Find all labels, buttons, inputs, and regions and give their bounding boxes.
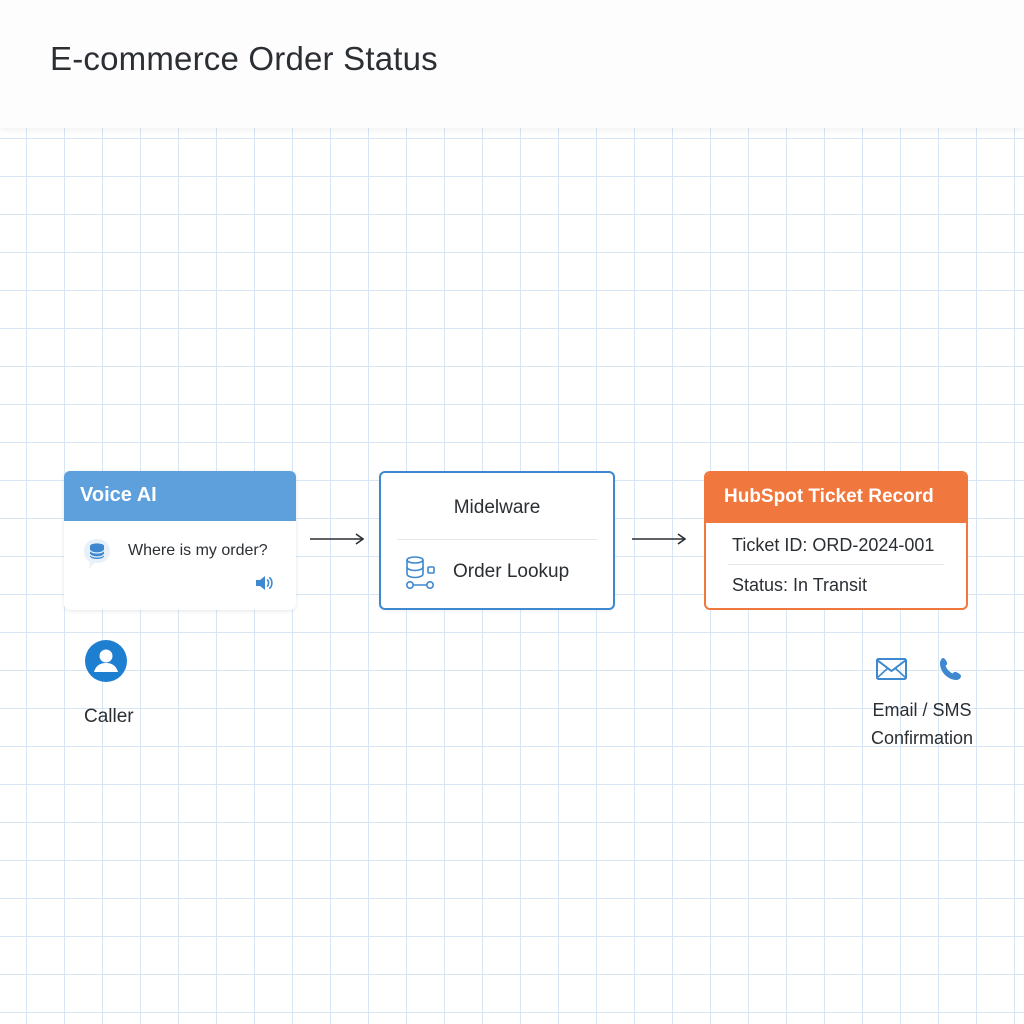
hubspot-ticket-card[interactable]: HubSpot Ticket Record Ticket ID: ORD-202… — [704, 471, 968, 610]
order-lookup-label: Order Lookup — [453, 561, 570, 582]
arrow-voice-to-middleware — [310, 533, 365, 545]
page-title: E-commerce Order Status — [50, 40, 438, 77]
hubspot-ticket-title: HubSpot Ticket Record — [706, 473, 966, 523]
caller-label: Caller — [84, 706, 134, 727]
hubspot-divider — [728, 564, 944, 565]
voice-ai-card[interactable]: Voice AI Where is my order? — [64, 471, 296, 610]
arrow-middleware-to-hubspot — [632, 533, 687, 545]
speaker-icon[interactable] — [254, 574, 274, 592]
voice-ai-body: Where is my order? — [64, 521, 296, 610]
middleware-divider — [397, 539, 597, 540]
chat-bubble-database-icon — [84, 539, 110, 569]
voice-ai-message: Where is my order? — [128, 542, 268, 559]
confirmation-line-1: Email / SMS — [872, 700, 972, 720]
user-icon — [85, 640, 127, 682]
ticket-id-field: Ticket ID: ORD-2024-001 — [732, 535, 935, 555]
page-header: E-commerce Order Status — [0, 0, 1024, 128]
confirmation-line-2: Confirmation — [870, 728, 974, 748]
database-link-icon — [405, 556, 435, 589]
voice-ai-title: Voice AI — [64, 471, 296, 521]
ticket-status-field: Status: In Transit — [732, 575, 868, 595]
middleware-title: Midelware — [453, 497, 541, 518]
middleware-card[interactable]: Midelware Order Lookup — [379, 471, 615, 610]
envelope-icon — [876, 658, 907, 680]
phone-icon — [940, 658, 961, 680]
confirmation-label: Email / SMS Confirmation — [852, 696, 992, 752]
